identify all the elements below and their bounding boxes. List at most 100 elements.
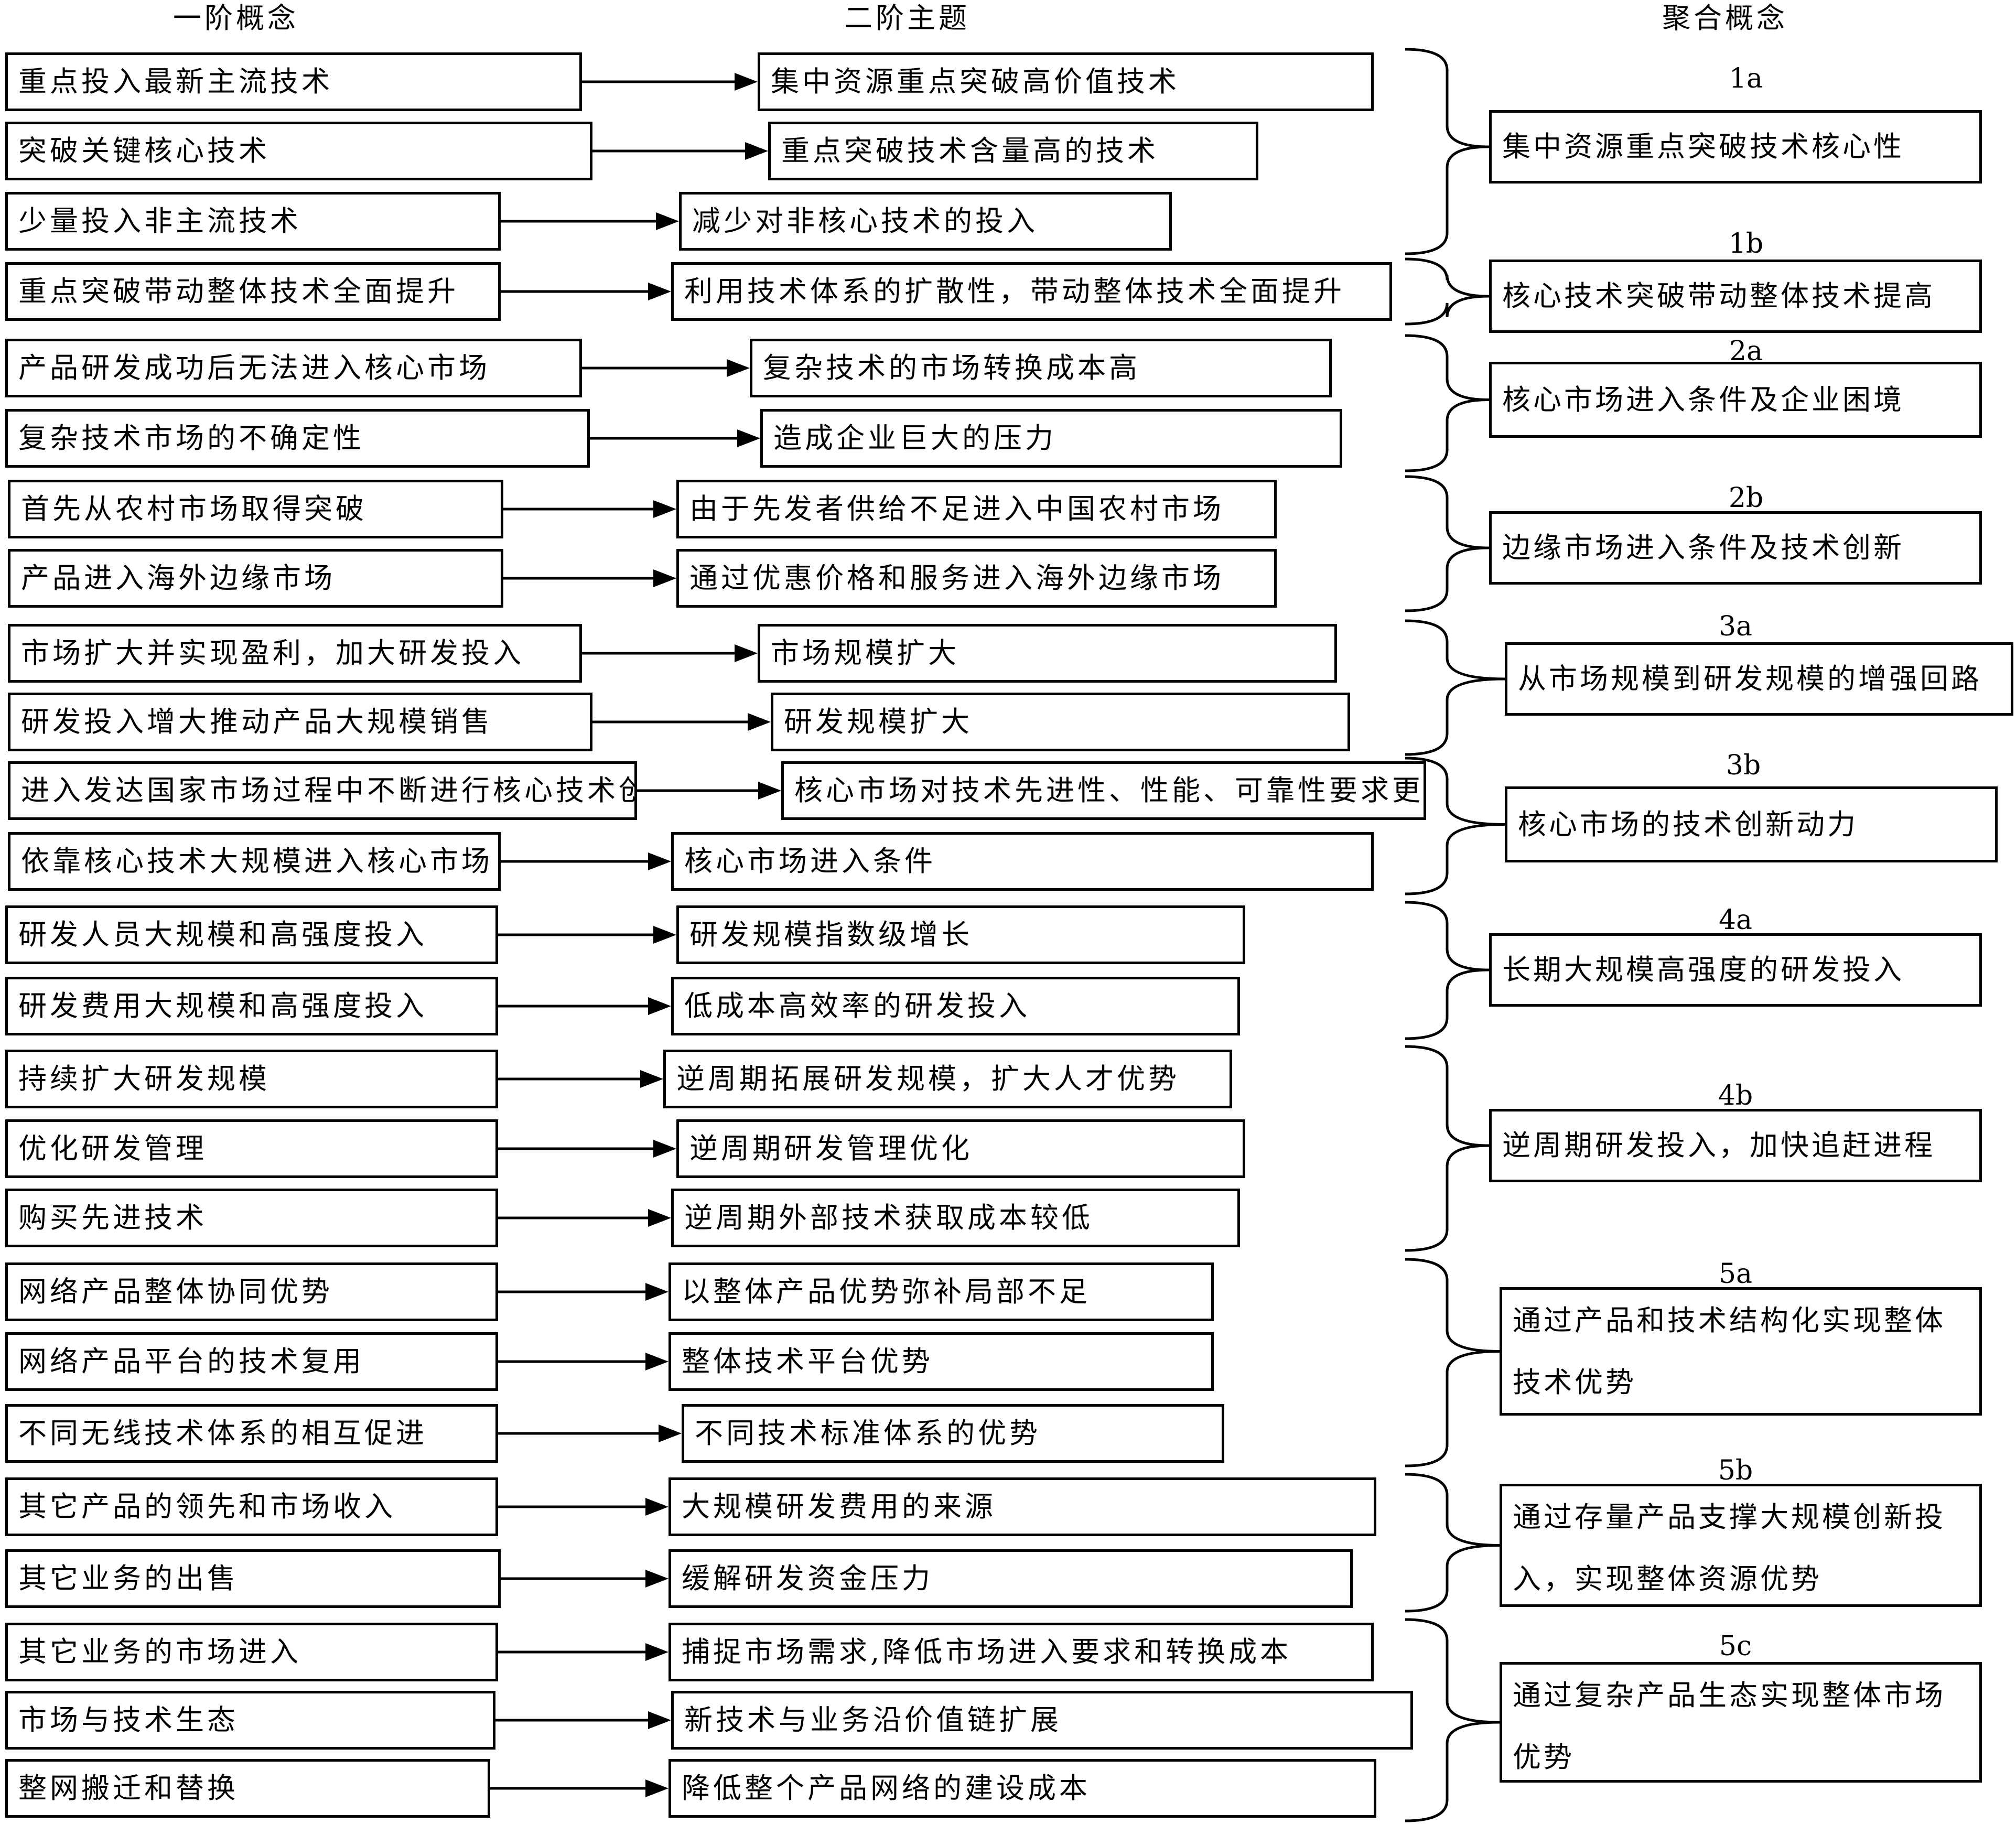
- second-order-theme: 减少对非核心技术的投入: [679, 192, 1172, 251]
- aggregate-code: 4b: [1718, 1080, 1753, 1111]
- grouping-brace: [1405, 901, 1490, 1040]
- first-order-concept: 研发人员大规模和高强度投入: [5, 905, 498, 964]
- aggregate-code: 5c: [1719, 1631, 1752, 1662]
- row-arrow: [501, 1570, 669, 1588]
- first-order-concept: 不同无线技术体系的相互促进: [5, 1404, 498, 1463]
- header-aggregate: 聚合概念: [1662, 2, 1788, 35]
- second-order-theme: 逆周期研发管理优化: [676, 1119, 1245, 1178]
- second-order-theme: 由于先发者供给不足进入中国农村市场: [676, 480, 1277, 538]
- second-order-theme: 核心市场进入条件: [671, 832, 1374, 891]
- row-arrow: [582, 359, 750, 377]
- first-order-concept: 进入发达国家市场过程中不断进行核心技术创: [8, 761, 637, 820]
- second-order-theme: 集中资源重点突破高价值技术: [758, 52, 1374, 111]
- row-arrow: [592, 713, 771, 731]
- aggregate-concept-text: 通过复杂产品生态实现整体市场 优势: [1513, 1679, 1946, 1774]
- header-second-order: 二阶主题: [844, 2, 970, 35]
- aggregate-code: 1b: [1728, 228, 1764, 260]
- first-order-concept: 首先从农村市场取得突破: [8, 480, 503, 538]
- second-order-theme: 复杂技术的市场转换成本高: [750, 339, 1332, 397]
- first-order-concept: 网络产品平台的技术复用: [5, 1332, 498, 1391]
- first-order-concept: 其它业务的市场进入: [5, 1623, 498, 1681]
- grouping-brace: [1405, 334, 1490, 472]
- aggregate-concept: 边缘市场进入条件及技术创新: [1489, 511, 1982, 585]
- second-order-theme: 研发规模指数级增长: [676, 905, 1245, 964]
- aggregate-code: 1a: [1729, 63, 1763, 94]
- row-arrow: [498, 1643, 669, 1661]
- row-arrow: [592, 142, 768, 160]
- row-arrow: [498, 1283, 669, 1301]
- aggregate-concept-text: 核心技术突破带动整体技术提高: [1502, 279, 1935, 312]
- row-arrow: [498, 1070, 663, 1088]
- first-order-concept: 产品进入海外边缘市场: [8, 549, 503, 608]
- grouping-brace: [1405, 257, 1490, 326]
- aggregate-concept-text: 通过产品和技术结构化实现整体 技术优势: [1513, 1304, 1946, 1399]
- row-arrow: [590, 429, 760, 447]
- second-order-theme: 缓解研发资金压力: [669, 1549, 1353, 1608]
- grouping-brace: [1405, 1045, 1490, 1252]
- aggregate-concept: 通过存量产品支撑大规模创新投 入，实现整体资源优势: [1500, 1484, 1982, 1607]
- aggregate-concept: 核心技术突破带动整体技术提高: [1489, 260, 1982, 333]
- first-order-concept: 其它产品的领先和市场收入: [5, 1477, 498, 1536]
- first-order-concept: 整网搬迁和替换: [5, 1759, 490, 1818]
- aggregate-concept-text: 集中资源重点突破技术核心性: [1502, 130, 1904, 163]
- grouping-brace: [1405, 619, 1505, 756]
- aggregate-code: 3a: [1718, 611, 1753, 642]
- aggregate-concept: 逆周期研发投入，加快追赶进程: [1489, 1109, 1982, 1182]
- first-order-concept: 复杂技术市场的不确定性: [5, 409, 590, 468]
- grouping-brace: [1405, 1258, 1500, 1467]
- first-order-concept: 其它业务的出售: [5, 1549, 501, 1608]
- aggregate-concept-text: 核心市场的技术创新动力: [1518, 808, 1858, 841]
- first-order-concept: 依靠核心技术大规模进入核心市场: [8, 832, 501, 891]
- aggregate-concept-text: 核心市场进入条件及企业困境: [1502, 383, 1904, 416]
- aggregate-concept-text: 逆周期研发投入，加快追赶进程: [1502, 1129, 1935, 1162]
- grouping-brace: [1405, 48, 1490, 255]
- first-order-concept: 研发费用大规模和高强度投入: [5, 977, 498, 1035]
- second-order-theme: 逆周期外部技术获取成本较低: [671, 1189, 1240, 1247]
- second-order-theme: 低成本高效率的研发投入: [671, 977, 1240, 1035]
- second-order-theme: 不同技术标准体系的优势: [682, 1404, 1224, 1463]
- first-order-concept: 研发投入增大推动产品大规模销售: [8, 693, 592, 751]
- second-order-theme: 利用技术体系的扩散性，带动整体技术全面提升: [671, 262, 1392, 321]
- row-arrow: [498, 1498, 669, 1516]
- second-order-theme: 研发规模扩大: [771, 693, 1350, 751]
- aggregate-concept-text: 边缘市场进入条件及技术创新: [1502, 531, 1904, 564]
- first-order-concept: 市场扩大并实现盈利，加大研发投入: [8, 624, 582, 683]
- aggregate-code: 3b: [1726, 750, 1761, 781]
- second-order-theme: 市场规模扩大: [758, 624, 1337, 683]
- grouping-brace: [1405, 757, 1505, 895]
- row-arrow: [503, 500, 676, 518]
- aggregate-concept: 核心市场进入条件及企业困境: [1489, 362, 1982, 438]
- grouping-brace: [1405, 1473, 1500, 1613]
- first-order-concept: 网络产品整体协同优势: [5, 1262, 498, 1321]
- aggregate-concept-text: 从市场规模到研发规模的增强回路: [1518, 662, 1982, 695]
- second-order-theme: 新技术与业务沿价值链扩展: [671, 1691, 1413, 1750]
- row-arrow: [637, 782, 781, 800]
- first-order-concept: 优化研发管理: [5, 1119, 498, 1178]
- second-order-theme: 逆周期拓展研发规模，扩大人才优势: [663, 1050, 1232, 1108]
- row-arrow: [498, 1209, 671, 1227]
- aggregate-concept: 通过复杂产品生态实现整体市场 优势: [1500, 1662, 1982, 1783]
- row-arrow: [490, 1779, 669, 1797]
- second-order-theme: 捕捉市场需求,降低市场进入要求和转换成本: [669, 1623, 1374, 1681]
- row-arrow: [503, 569, 676, 587]
- first-order-concept: 重点突破带动整体技术全面提升: [5, 262, 501, 321]
- aggregate-concept: 集中资源重点突破技术核心性: [1489, 110, 1982, 184]
- second-order-theme: 大规模研发费用的来源: [669, 1477, 1376, 1536]
- aggregate-concept: 从市场规模到研发规模的增强回路: [1505, 642, 2013, 716]
- row-arrow: [498, 1424, 682, 1442]
- aggregate-code: 2b: [1728, 482, 1764, 514]
- second-order-theme: 降低整个产品网络的建设成本: [669, 1759, 1376, 1818]
- first-order-concept: 重点投入最新主流技术: [5, 52, 582, 111]
- second-order-theme: 整体技术平台优势: [669, 1332, 1214, 1391]
- aggregate-concept-text: 通过存量产品支撑大规模创新投 入，实现整体资源优势: [1513, 1501, 1946, 1595]
- header-first-order: 一阶概念: [173, 2, 299, 35]
- second-order-theme: 造成企业巨大的压力: [760, 409, 1342, 468]
- aggregate-code: 5b: [1718, 1455, 1753, 1486]
- row-arrow: [501, 212, 679, 230]
- grouping-brace: [1405, 1618, 1500, 1822]
- aggregate-concept-text: 长期大规模高强度的研发投入: [1502, 953, 1904, 986]
- row-arrow: [501, 852, 671, 870]
- first-order-concept: 购买先进技术: [5, 1189, 498, 1247]
- aggregate-concept: 核心市场的技术创新动力: [1505, 786, 1998, 862]
- grouping-brace: [1405, 475, 1490, 612]
